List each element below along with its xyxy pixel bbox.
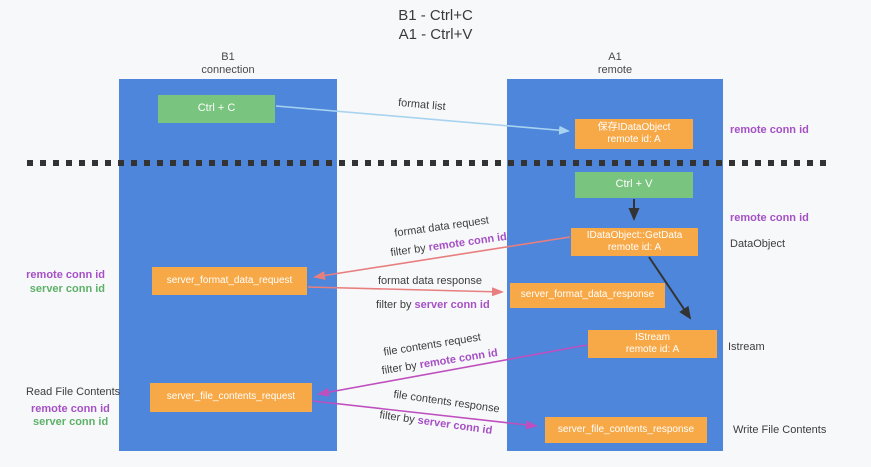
save-dataobject-box: 保存IDataObject remote id: A	[575, 119, 693, 149]
istream-box: IStream remote id: A	[588, 330, 717, 358]
getdata-line1: IDataObject::GetData	[586, 229, 683, 241]
file-request-arrow	[317, 344, 588, 397]
left-lane-header: B1 connection	[168, 51, 288, 77]
right-remote-conn-id-top: remote conn id	[730, 124, 809, 136]
ctrl-v-box: Ctrl + V	[575, 172, 693, 198]
right-lane-role: remote	[597, 64, 633, 76]
left-server-conn-id-format: server conn id	[29, 283, 105, 295]
diagram-title: B1 - Ctrl+C A1 - Ctrl+V	[0, 6, 871, 44]
server-format-data-response-label: server_format_data_response	[520, 289, 655, 301]
write-file-contents-label: Write File Contents	[733, 424, 827, 436]
istream-line1: IStream	[634, 331, 670, 343]
left-server-conn-id-file: server conn id	[33, 416, 109, 428]
format-data-response-label: format data response	[378, 275, 482, 287]
right-lane-name: A1	[608, 51, 622, 63]
ctrl-c-label: Ctrl + C	[197, 102, 236, 115]
format-request-arrow	[313, 236, 571, 280]
server-file-contents-response-label: server_file_contents_response	[557, 423, 695, 435]
left-lane-name: B1	[221, 51, 235, 63]
server-format-data-request-label: server_format_data_request	[166, 274, 293, 286]
getdata-line2: remote id: A	[607, 242, 662, 253]
server-file-contents-response-box: server_file_contents_response	[545, 417, 707, 443]
save-dataobject-line2: remote id: A	[607, 134, 661, 145]
left-lane-role: connection	[201, 64, 255, 76]
server-format-data-request-box: server_format_data_request	[152, 267, 307, 295]
server-file-contents-request-box: server_file_contents_request	[150, 383, 312, 412]
right-lane-header: A1 remote	[555, 51, 675, 77]
getdata-to-istream-arrow	[648, 256, 692, 320]
read-file-contents-label: Read File Contents	[26, 386, 121, 398]
filter-by-text: filter by	[376, 299, 415, 311]
getdata-box: IDataObject::GetData remote id: A	[571, 228, 698, 256]
left-remote-conn-id-format: remote conn id	[26, 269, 105, 281]
title-line-2: A1 - Ctrl+V	[398, 26, 473, 43]
ctrl-c-box: Ctrl + C	[158, 95, 275, 123]
title-line-1: B1 - Ctrl+C	[398, 7, 473, 24]
right-remote-conn-id-mid: remote conn id	[730, 212, 809, 224]
server-conn-id-key: server conn id	[414, 299, 490, 311]
istream-line2: remote id: A	[625, 344, 680, 355]
dataobject-label: DataObject	[730, 238, 786, 250]
format-response-filter-label: filter by server conn id	[376, 299, 490, 311]
format-response-arrow	[307, 286, 504, 297]
save-dataobject-line1: 保存IDataObject	[597, 121, 671, 133]
ctrl-v-label: Ctrl + V	[615, 178, 653, 191]
server-file-contents-request-label: server_file_contents_request	[166, 391, 296, 403]
istream-side-label: Istream	[728, 341, 765, 353]
left-remote-conn-id-file: remote conn id	[31, 403, 110, 415]
server-format-data-response-box: server_format_data_response	[510, 283, 665, 308]
file-response-arrow	[312, 400, 538, 430]
format-list-arrow	[275, 105, 570, 135]
